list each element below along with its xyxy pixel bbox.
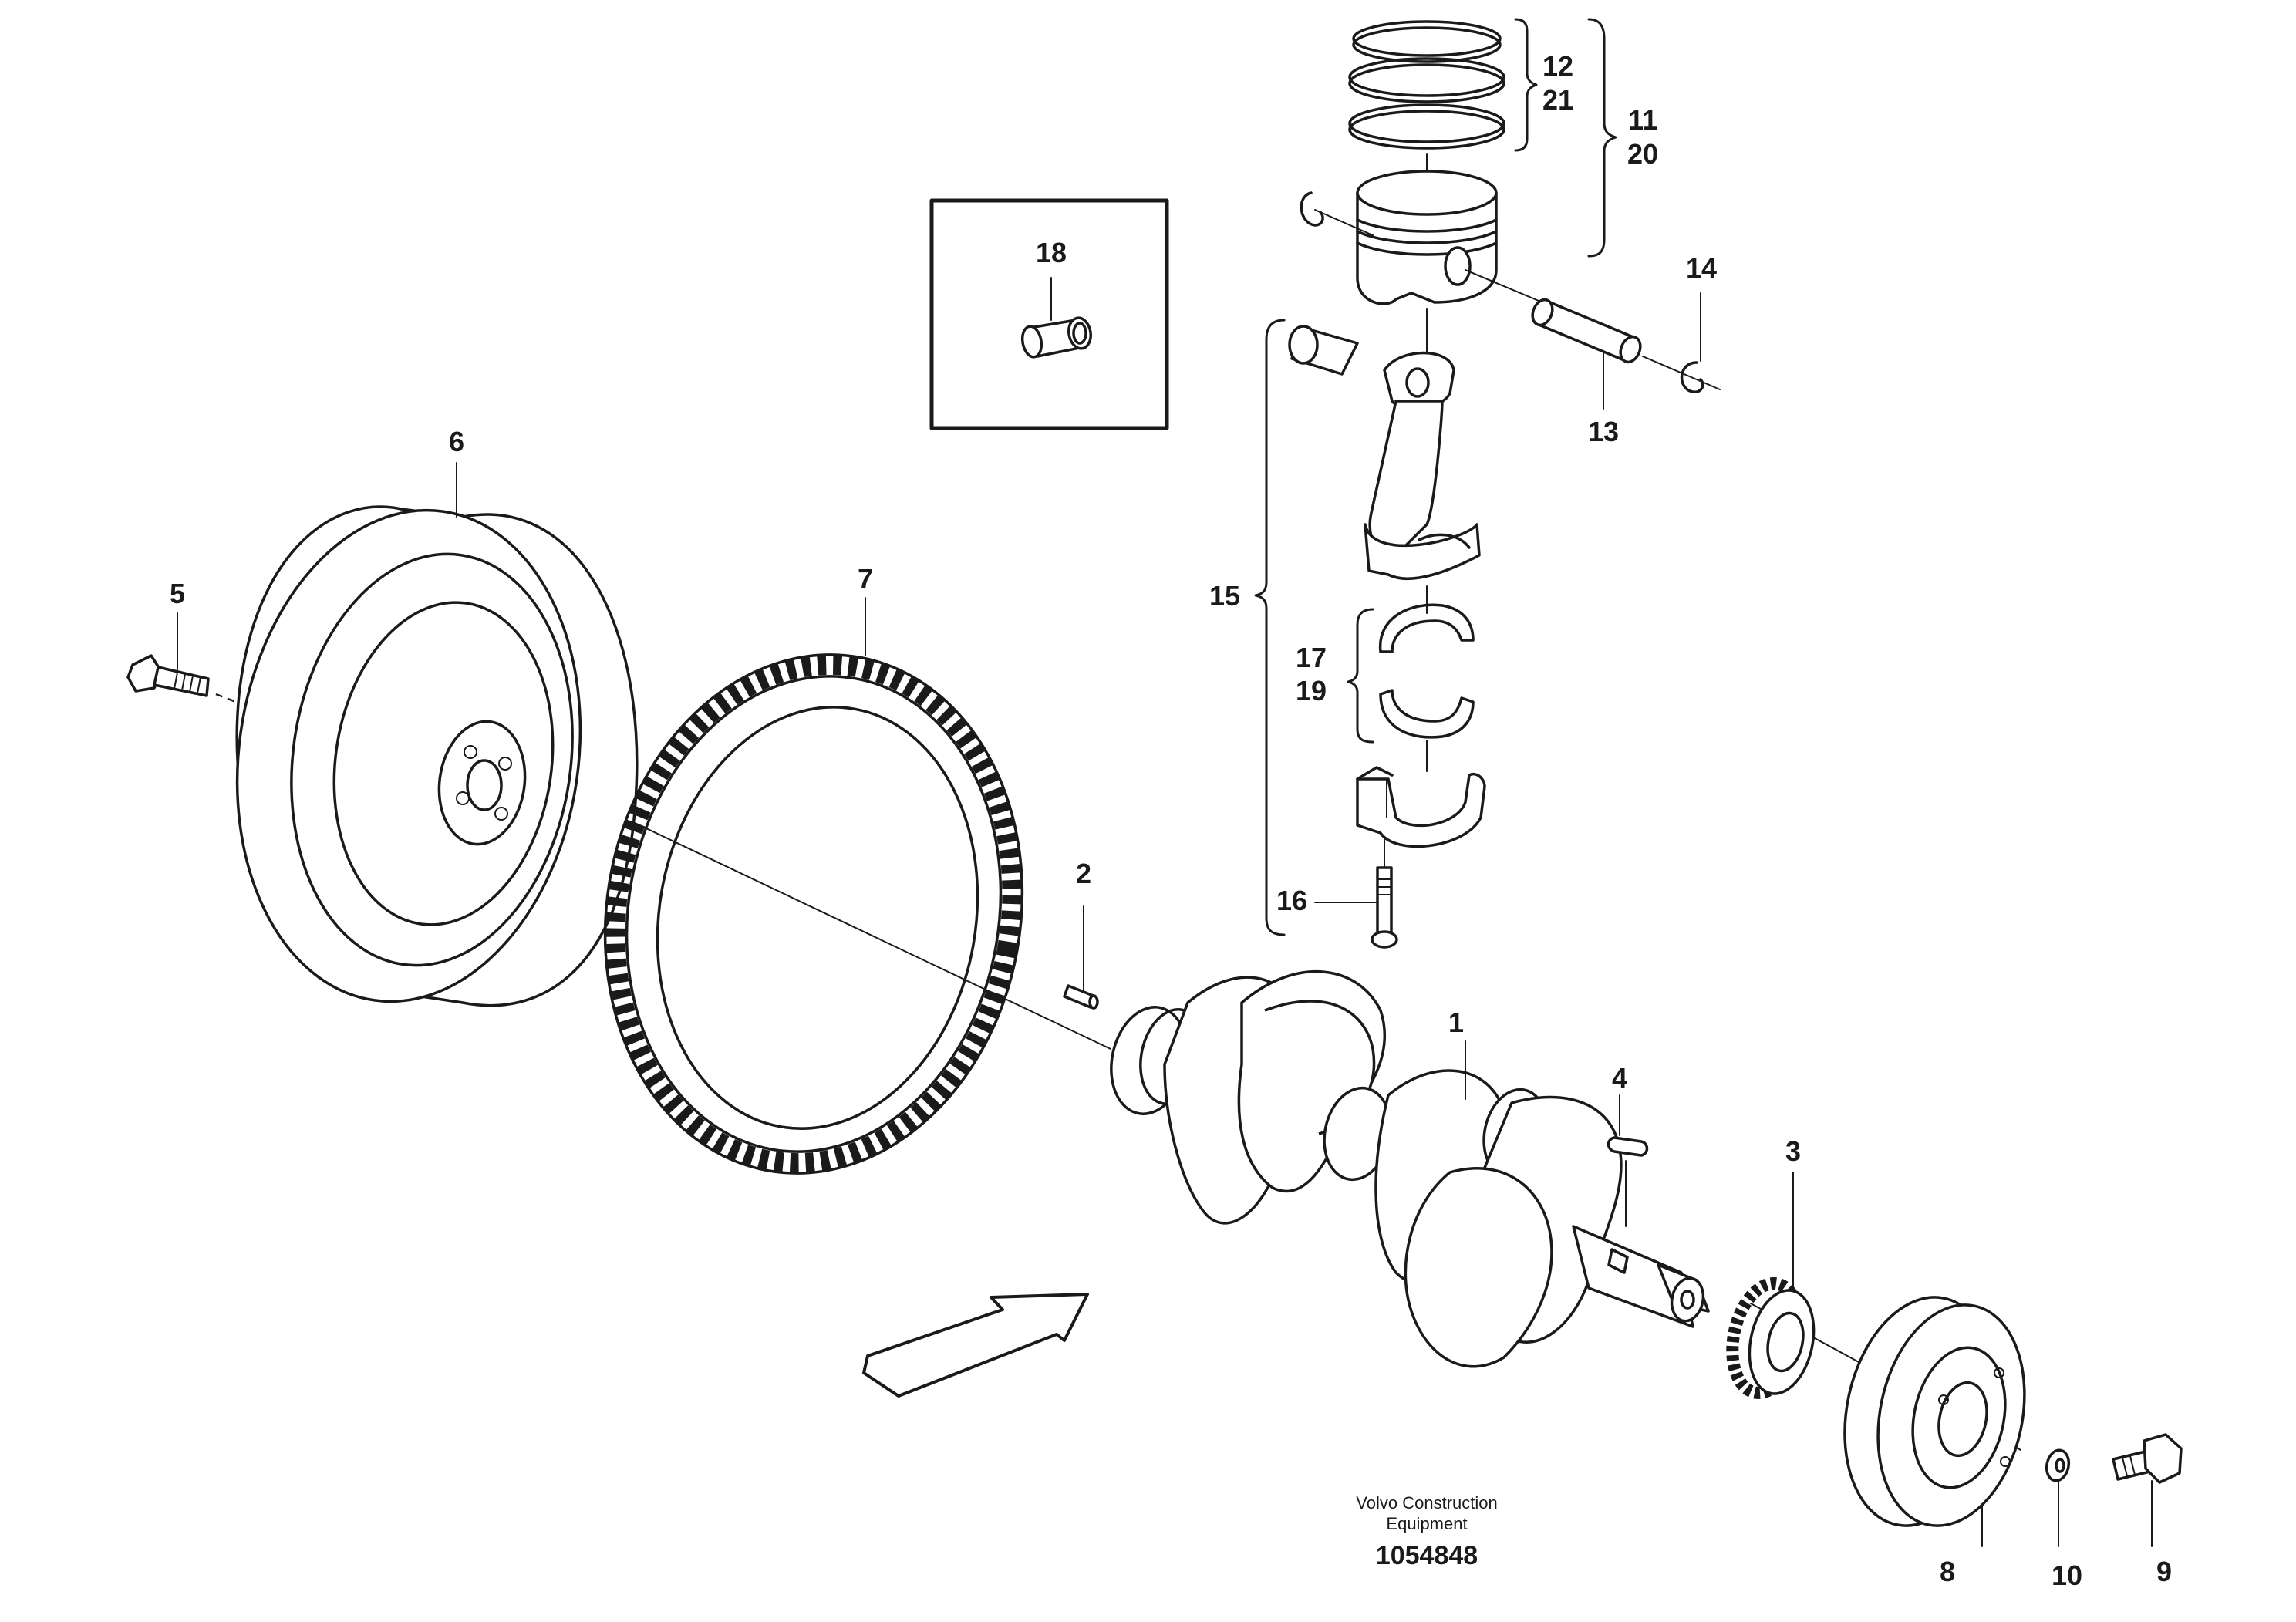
label-part-21: 21 (1542, 84, 1573, 116)
bracket-17-19 (1347, 608, 1374, 744)
label-part-6: 6 (449, 426, 464, 457)
drawing-number: 1054848 (1376, 1541, 1478, 1570)
label-part-1: 1 (1448, 1007, 1464, 1038)
dowel-pin (1063, 984, 1099, 1010)
circlip-right (1680, 361, 1704, 393)
piston-rings (1348, 20, 1505, 205)
leader-lines (177, 277, 2153, 1547)
circlip-left (1300, 191, 1374, 236)
label-part-16: 16 (1276, 885, 1307, 916)
label-part-13: 13 (1588, 416, 1619, 447)
bracket-15 (1254, 319, 1286, 936)
view-direction-arrow (862, 1293, 1089, 1398)
bearing-shells (1379, 585, 1475, 772)
bushing-inset-box (929, 198, 1169, 430)
flywheel (235, 505, 639, 1007)
label-part-20: 20 (1627, 138, 1658, 170)
bracket-11-20 (1587, 18, 1617, 258)
label-part-10: 10 (2052, 1560, 2082, 1591)
piston-pin (1465, 269, 1721, 390)
washer (2045, 1448, 2071, 1482)
label-part-12: 12 (1542, 50, 1573, 82)
crankshaft (1110, 970, 1710, 1368)
label-part-18: 18 (1036, 237, 1067, 268)
bracket-12-21 (1514, 18, 1538, 152)
credit-line-1: Volvo Construction (1356, 1493, 1497, 1512)
crankshaft-gear (1726, 1277, 1816, 1399)
label-part-3: 3 (1785, 1135, 1801, 1167)
label-part-7: 7 (858, 563, 873, 595)
ring-gear (603, 653, 1024, 1175)
woodruff-key (1607, 1136, 1649, 1227)
crankshaft-pulley (1843, 1296, 2026, 1527)
label-part-14: 14 (1686, 252, 1717, 284)
label-part-15: 15 (1209, 580, 1240, 612)
connecting-rod-cap (1356, 766, 1486, 848)
connecting-rod-bolt (1371, 836, 1398, 949)
flywheel-bolt (126, 654, 210, 697)
label-part-17: 17 (1296, 642, 1327, 673)
label-part-4: 4 (1612, 1062, 1627, 1094)
credit-line-2: Equipment (1386, 1514, 1467, 1533)
label-part-8: 8 (1940, 1556, 1955, 1587)
label-part-9: 9 (2156, 1556, 2172, 1587)
label-part-5: 5 (170, 578, 185, 609)
piston (1356, 170, 1498, 356)
label-part-2: 2 (1076, 858, 1091, 889)
label-part-19: 19 (1296, 675, 1327, 706)
pulley-bolt (2112, 1433, 2183, 1484)
connecting-rod (1288, 325, 1481, 580)
label-part-11: 11 (1628, 104, 1657, 136)
